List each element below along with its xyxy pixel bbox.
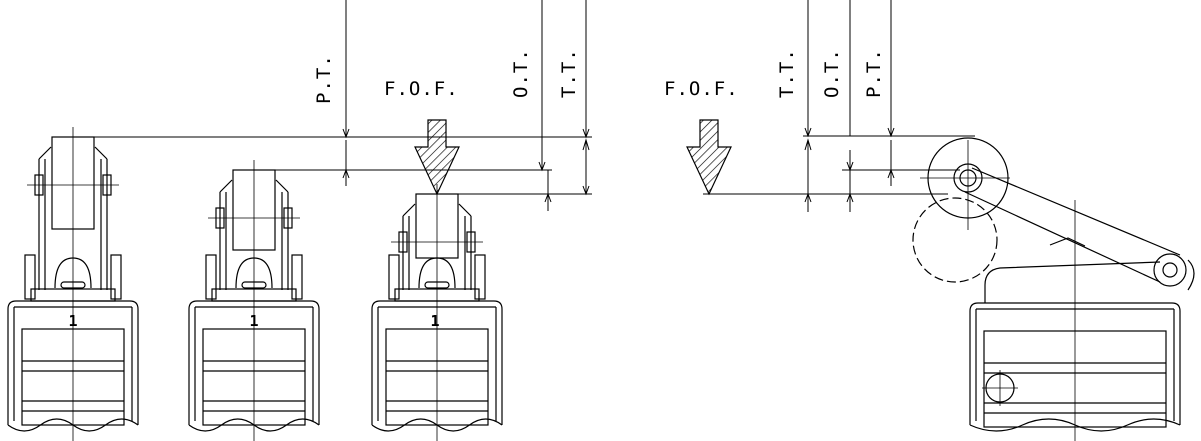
lever-arm [964,167,1181,283]
yoke-outer [402,216,472,290]
tt-arrow-down-inner [582,185,590,196]
label-ot-left: O.T. [510,48,532,98]
yoke-shoulders [402,203,472,217]
yoke-shoulders [219,179,289,193]
part-number-3: 1 [430,312,439,330]
roller-lever-actuator [912,137,1195,441]
yoke-outer [38,159,108,290]
force-arrow-right [686,119,732,196]
label-fof-left: F.O.F. [384,78,459,100]
part-number-2: 1 [249,312,258,330]
ot-arrow-down [538,161,546,172]
pt-arrow-up [342,168,350,179]
side-boss-left [388,254,400,300]
pt-arrow-down [342,128,350,139]
side-boss-right [110,254,122,300]
roller-plunger-free [7,127,139,441]
lever-notch [1049,237,1086,247]
part-number-1: 1 [68,312,77,330]
yoke-inner [408,216,466,290]
label-tt-right: T.T. [776,48,798,98]
travel-dimension-group-left [52,0,592,211]
roller-plunger-total-travel [371,184,503,441]
lever-pivot-inner [1162,262,1178,278]
travel-dimension-group-right [703,0,975,212]
lever-roller-travel [912,197,998,283]
lever-pivot-outer [1153,253,1187,287]
label-fof-right: F.O.F. [664,78,739,100]
yoke-inner [44,159,102,290]
label-pt-left: P.T. [313,54,335,104]
ot-arrow-up [544,192,552,203]
tt-arrow-up-inner [582,138,590,151]
side-boss-left [205,254,217,300]
force-arrow-left [414,119,460,196]
tt-arrow-down [582,128,590,139]
label-tt-left: T.T. [558,48,580,98]
label-pt-right: P.T. [863,48,885,98]
label-ot-right: O.T. [821,48,843,98]
pivot-spring [1187,259,1195,291]
roller-plunger-pretravel [188,160,320,441]
yoke-inner [225,192,283,290]
lever-housing-top [984,261,1161,303]
side-boss-right [474,254,486,300]
side-boss-left [24,254,36,300]
yoke-shoulders [38,146,108,160]
side-boss-right [291,254,303,300]
